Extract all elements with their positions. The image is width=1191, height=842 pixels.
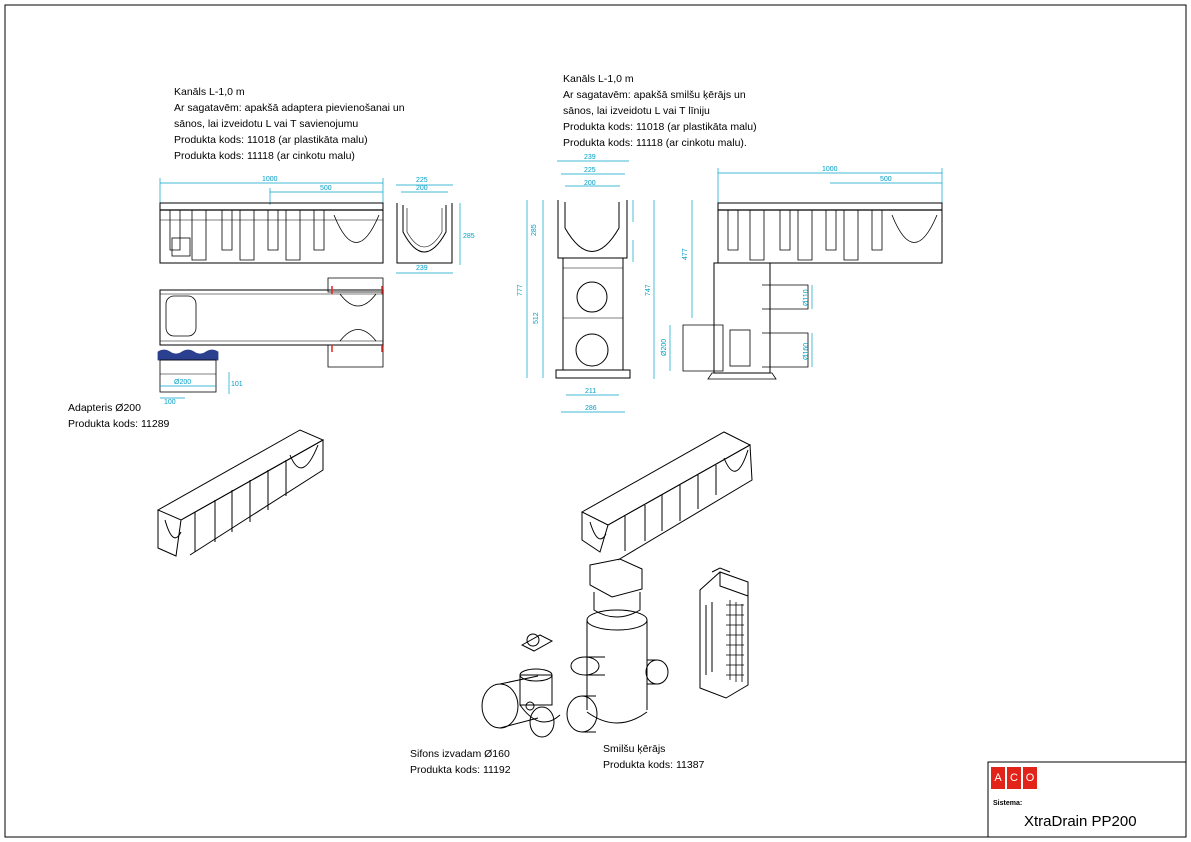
- dim-left-w-top: 225: [416, 177, 428, 184]
- channel-left-line-5: Produkta kods: 11118 (ar cinkotu malu): [174, 150, 355, 162]
- dim-mid-w-2: 225: [584, 167, 596, 174]
- dim-mid-h-total: 777: [517, 284, 524, 296]
- dim-right-d-outlet: Ø200: [661, 339, 668, 356]
- dim-mid-h-channel: 285: [531, 224, 538, 236]
- isometric-channel-right: [580, 431, 753, 561]
- dim-right-h-upper: 477: [682, 248, 689, 260]
- siphon-description: Sifons izvadam Ø160 Produkta kods: 11192: [410, 746, 511, 778]
- dim-mid-w-top: 239: [584, 154, 596, 161]
- dim-mid-w-base2: 286: [585, 405, 597, 412]
- dim-left-w-bottom: 239: [416, 265, 428, 272]
- dim-right-len-total: 1000: [822, 166, 838, 173]
- adapter-description: Adapteris Ø200 Produkta kods: 11289: [68, 400, 169, 432]
- title-block-frame: [987, 761, 1187, 838]
- channel-left-line-2: Ar sagatavēm: apakšā adaptera pievienoša…: [174, 102, 405, 114]
- channel-right-description: Kanāls L-1,0 m Ar sagatavēm: apakšā smil…: [563, 71, 757, 151]
- sand-trap-elevation: 239 225 200 285 777 512 211 286: [517, 154, 634, 413]
- sheet-border: [4, 4, 1187, 838]
- channel-left-line-1: Kanāls L-1,0 m: [174, 86, 245, 98]
- channel-right-line-4: Produkta kods: 11018 (ar plastikāta malu…: [563, 121, 757, 133]
- channel-left-line-3: sānos, lai izveidotu L vai T savienojumu: [174, 118, 359, 130]
- dim-right-h-total: 747: [645, 284, 652, 296]
- sand-trap-line-1: Smilšu ķērājs: [603, 743, 666, 755]
- dim-adapter-w: 100: [164, 399, 176, 406]
- system-name: XtraDrain PP200: [1024, 813, 1137, 830]
- aco-logo-letter: O: [1023, 767, 1037, 789]
- aco-logo-letter: C: [1007, 767, 1021, 789]
- siphon-line-1: Sifons izvadam Ø160: [410, 748, 510, 760]
- left-channel-elevation: 1000 500: [159, 176, 384, 264]
- channel-left-description: Kanāls L-1,0 m Ar sagatavēm: apakšā adap…: [174, 84, 405, 164]
- right-channel-elevation: 1000 500 747 477 Ø200 Ø110: [645, 166, 943, 380]
- sand-trap-line-2: Produkta kods: 11387: [603, 759, 705, 771]
- isometric-siphon: [481, 633, 561, 738]
- adapter-line-2: Produkta kods: 11289: [68, 418, 170, 430]
- dim-left-h: 285: [463, 233, 475, 240]
- left-channel-section: 225 200 239 285: [396, 177, 475, 274]
- dim-mid-h-lower: 512: [533, 312, 540, 324]
- dim-adapter-d: Ø200: [174, 379, 191, 386]
- channel-right-line-1: Kanāls L-1,0 m: [563, 73, 634, 85]
- sand-trap-description: Smilšu ķērājs Produkta kods: 11387: [603, 741, 704, 773]
- isometric-channel-left: [156, 429, 325, 557]
- channel-left-line-4: Produkta kods: 11018 (ar plastikāta malu…: [174, 134, 368, 146]
- adapter-line-1: Adapteris Ø200: [68, 402, 141, 414]
- sistema-label: Sistema:: [993, 800, 1023, 807]
- channel-right-line-2: Ar sagatavēm: apakšā smilšu ķērājs un: [563, 89, 746, 101]
- channel-right-line-3: sānos, lai izveidotu L vai T līniju: [563, 105, 710, 117]
- dim-left-len-total: 1000: [262, 176, 278, 183]
- dim-right-d-side: Ø110: [803, 289, 810, 306]
- channel-right-line-5: Produkta kods: 11118 (ar cinkotu malu).: [563, 137, 747, 149]
- dim-left-len-half: 500: [320, 185, 332, 192]
- dim-mid-w-base: 211: [585, 388, 596, 395]
- siphon-line-2: Produkta kods: 11192: [410, 764, 511, 776]
- dim-mid-w-3: 200: [584, 180, 596, 187]
- aco-logo-letter: A: [991, 767, 1005, 789]
- isometric-strainer-basket: [699, 567, 749, 699]
- dim-adapter-h: 101: [231, 381, 243, 388]
- aco-logo: A C O: [991, 767, 1039, 789]
- dim-right-d-out2: Ø160: [803, 343, 810, 360]
- dim-right-len-half: 500: [880, 176, 892, 183]
- dim-left-w-inner: 200: [416, 185, 428, 192]
- left-channel-plan: Ø200 100 101: [157, 277, 384, 406]
- isometric-sand-trap: [566, 558, 669, 733]
